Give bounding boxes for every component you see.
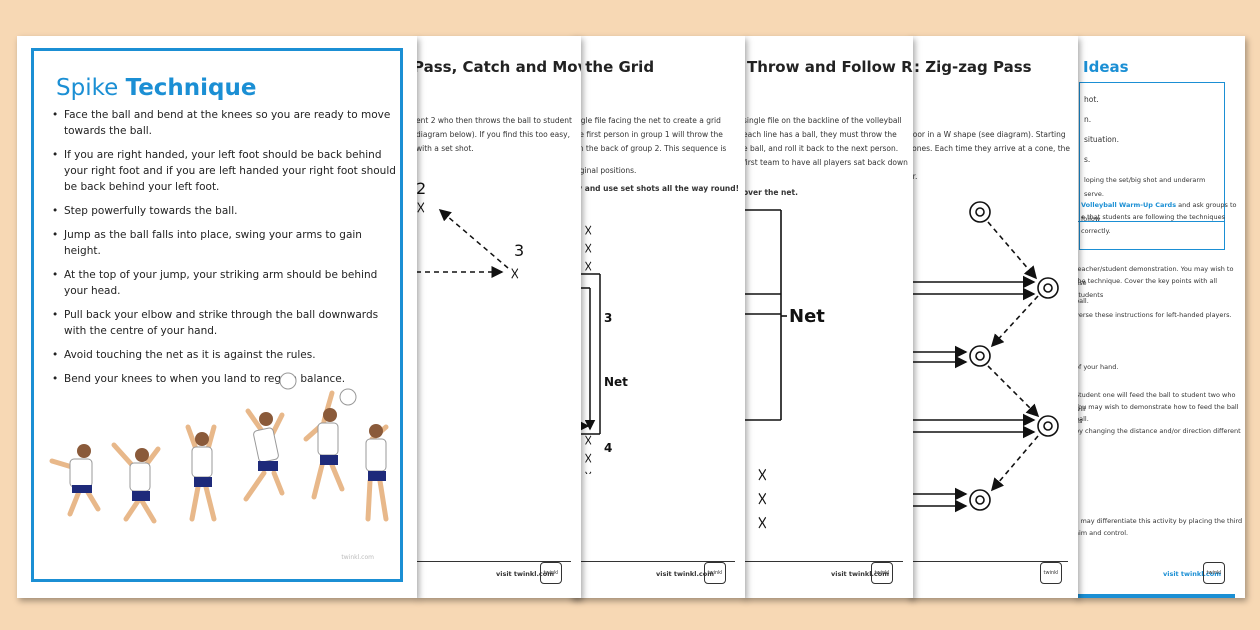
net-diagram: Net ☓ ☓ ☓: [743, 209, 825, 534]
svg-text:☓: ☓: [584, 239, 593, 258]
svg-text:☓: ☓: [584, 449, 593, 468]
body-text: e ball, and roll it back to the next per…: [743, 144, 899, 153]
body-text: over the net.: [743, 188, 798, 197]
net-label: Net: [604, 375, 628, 389]
list-item: Bend your knees to when you land to rega…: [52, 371, 402, 387]
technique-list: Face the ball and bend at the knees so y…: [52, 107, 402, 395]
ideas-text: e that students are following the techni…: [1081, 213, 1226, 235]
twinkl-logo: twinkl: [871, 562, 893, 584]
ideas-text: ball.: [1075, 415, 1089, 423]
footer-url[interactable]: visit twinkl.com: [831, 570, 890, 578]
footer-rule: [743, 561, 903, 562]
twinkl-logo: twinkl: [704, 562, 726, 584]
ideas-text: s may differentiate this activity by pla…: [1075, 517, 1243, 525]
page-border: Spike Technique Face the ball and bend a…: [31, 48, 403, 582]
page-title: Throw and Follow Race: [747, 58, 913, 76]
body-text: The first person in group 1 will throw t…: [570, 130, 723, 139]
list-item: Avoid touching the net as it is against …: [52, 347, 402, 363]
body-text: diagram below). If you find this too eas…: [416, 130, 570, 139]
list-item: At the top of your jump, your striking a…: [52, 267, 402, 299]
player-marker: ☓: [510, 264, 520, 285]
pass-diagram: 2 ☓ 3 ☓: [416, 179, 524, 285]
list-item: Face the ball and bend at the knees so y…: [52, 107, 402, 139]
svg-text:☓: ☓: [584, 431, 593, 450]
page-title: Ideas: [1083, 58, 1129, 76]
page-title: : the Grid: [574, 58, 655, 76]
body-text: original positions.: [570, 166, 637, 175]
player-marker: ☓: [416, 198, 426, 219]
net-label: Net: [789, 306, 825, 327]
spike-sequence-illustration: [49, 372, 389, 524]
ideas-text: ball.: [1075, 297, 1089, 305]
svg-text:☓: ☓: [584, 221, 593, 240]
svg-text:☓: ☓: [584, 467, 593, 474]
ideas-text: Student one will feed the ball to studen…: [1075, 391, 1236, 413]
label-2: 2: [416, 179, 426, 198]
footer-rule: [416, 561, 571, 562]
box-line: loping the set/big shot and underarm ser…: [1084, 176, 1206, 198]
box-line: n.: [1084, 115, 1092, 124]
body-text: first team to have all players sat back …: [743, 158, 908, 167]
page-spike-technique: Spike Technique Face the ball and bend a…: [17, 36, 417, 598]
twinkl-logo: twinkl: [1203, 562, 1225, 584]
ideas-text: You may wish to demonstrate how to feed …: [1075, 403, 1239, 425]
grid-diagram: ☓☓☓ ☓☓☓ 3 Net 4: [570, 221, 628, 474]
player-marker: ☓: [757, 511, 768, 534]
body-text: single file on the backline of the volle…: [743, 116, 902, 125]
svg-text:☓: ☓: [584, 257, 593, 276]
list-item: Pull back your elbow and strike through …: [52, 307, 402, 339]
page-throw-follow-race: Throw and Follow Race single file on the…: [743, 36, 913, 598]
label-3: 3: [514, 241, 524, 260]
box-line: s.: [1084, 155, 1091, 164]
footer-url[interactable]: visit twinkl.com: [1163, 570, 1222, 578]
ideas-text: aim and control.: [1075, 529, 1129, 537]
footer-url[interactable]: visit twinkl.com: [656, 570, 715, 578]
label-4: 4: [604, 441, 612, 455]
body-text: cones. Each time they arrive at a cone, …: [908, 144, 1071, 153]
copyright-text: twinkl.com: [341, 554, 374, 561]
zigzag-diagram: [908, 201, 1059, 513]
ideas-text: teacher/student demonstration. You may w…: [1075, 265, 1234, 287]
ideas-text: by changing the distance and/or directio…: [1075, 427, 1241, 435]
ideas-box: hot. n. situation. s. loping the set/big…: [1079, 82, 1225, 250]
footer-rule: [570, 561, 735, 562]
list-item: Step powerfully towards the ball.: [52, 203, 402, 219]
body-text: join the back of group 2. This sequence …: [570, 144, 727, 153]
page-title: : Zig-zag Pass: [914, 58, 1032, 76]
box-line: hot.: [1084, 95, 1099, 104]
player-marker: ☓: [757, 463, 768, 487]
body-text: floor in a W shape (see diagram). Starti…: [908, 130, 1066, 139]
page-pass-catch-move: Pass, Catch and Move ent 2 who then thro…: [416, 36, 581, 598]
body-text: ent 2 who then throws the ball to studen…: [416, 116, 572, 125]
body-text: try and use set shots all the way round!: [570, 184, 740, 193]
ideas-text: verse these instructions for left-handed…: [1075, 311, 1232, 319]
twinkl-logo: twinkl: [540, 562, 562, 584]
page-zigzag-pass: : Zig-zag Pass floor in a W shape (see d…: [908, 36, 1078, 598]
body-text: each line has a ball, they must throw th…: [743, 130, 897, 139]
divider: [1075, 221, 1225, 222]
ideas-text: Volleyball Warm-Up Cards and ask groups …: [1081, 201, 1237, 223]
footer-url[interactable]: visit twinkl.com: [496, 570, 555, 578]
ideas-text: of your hand.: [1075, 363, 1119, 371]
footer-rule: [908, 561, 1068, 562]
player-marker: ☓: [757, 487, 768, 511]
box-line: situation.: [1084, 135, 1120, 144]
label-3: 3: [604, 311, 612, 325]
list-item: If you are right handed, your left foot …: [52, 147, 402, 195]
page-activity-ideas: Ideas hot. n. situation. s. loping the s…: [1075, 36, 1245, 598]
ideas-text: the technique. Cover the key points with…: [1075, 277, 1218, 299]
page-title: Pass, Catch and Move: [416, 58, 581, 76]
page-title: Spike Technique: [56, 75, 257, 101]
footer-bar: [1075, 594, 1235, 598]
body-text: with a set shot.: [416, 144, 474, 153]
body-text: single file facing the net to create a g…: [570, 116, 721, 125]
warmup-cards-link[interactable]: Volleyball Warm-Up Cards: [1081, 201, 1177, 209]
twinkl-logo: twinkl: [1040, 562, 1062, 584]
list-item: Jump as the ball falls into place, swing…: [52, 227, 402, 259]
page-the-grid: : the Grid single file facing the net to…: [570, 36, 745, 598]
